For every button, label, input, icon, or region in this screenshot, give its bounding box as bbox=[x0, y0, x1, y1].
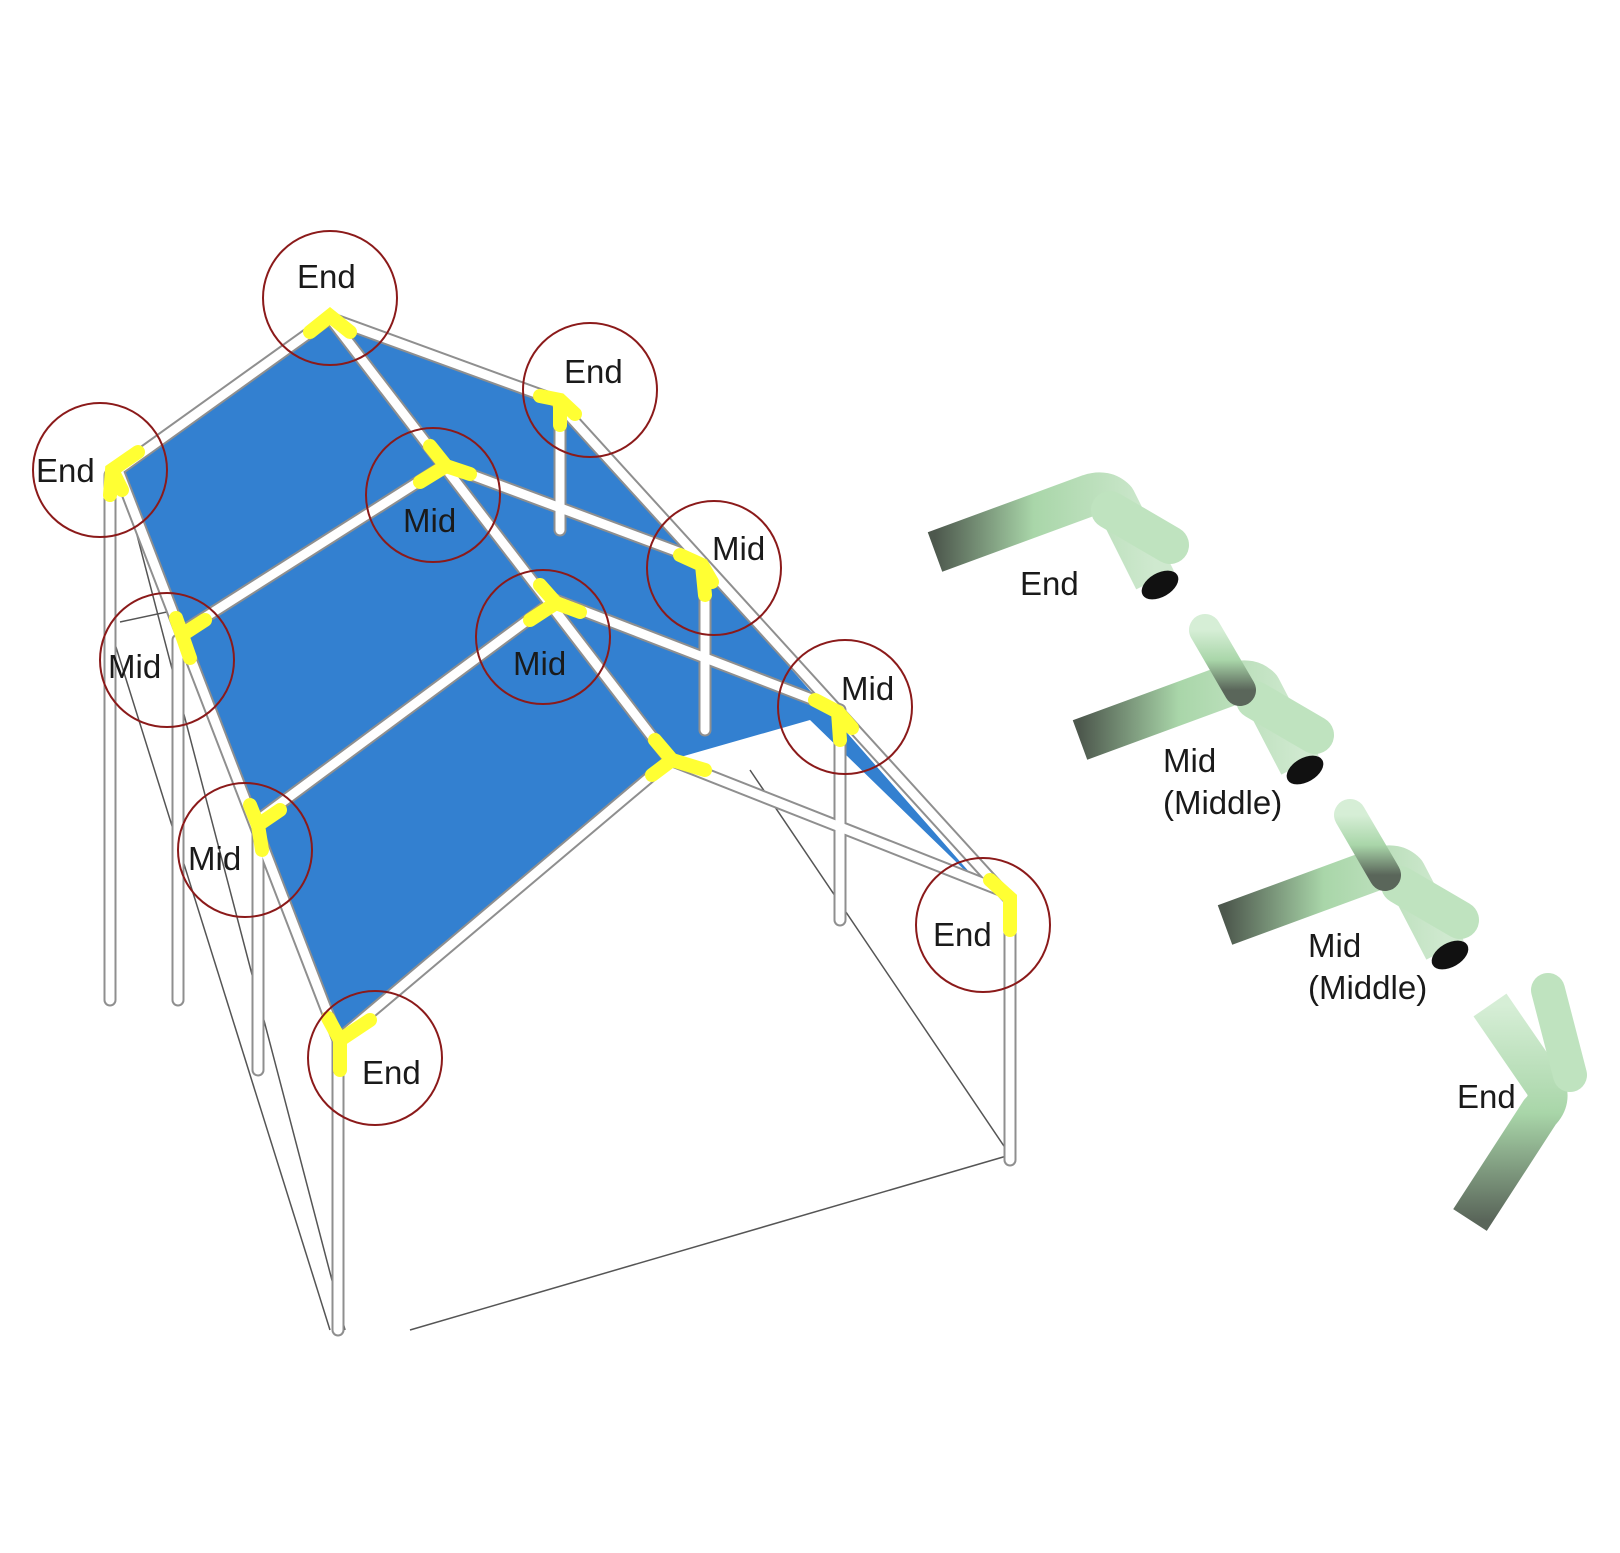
label-end-top: End bbox=[297, 258, 356, 295]
canopy-left-panel bbox=[118, 318, 670, 1040]
circle-mid-right-1 bbox=[646, 500, 782, 636]
label-mid-ridge-2: Mid bbox=[513, 645, 566, 682]
connector-end-right-bottom bbox=[983, 873, 1017, 937]
fitting-end-1-opening bbox=[1141, 570, 1179, 600]
circle-mid-right-2 bbox=[777, 639, 913, 775]
label-end-left: End bbox=[36, 452, 95, 489]
label-mid-ridge-1: Mid bbox=[403, 502, 456, 539]
fitting-mid-2-sublabel: (Middle) bbox=[1308, 969, 1427, 1006]
circle-mid-ridge-2 bbox=[475, 569, 611, 705]
fitting-mid-2: Mid (Middle) bbox=[1217, 799, 1479, 1006]
connector-end-top bbox=[303, 307, 357, 339]
fitting-end-1-branch bbox=[1091, 491, 1189, 564]
connector-ridge-end bbox=[645, 733, 712, 782]
connector-end-top-right bbox=[533, 389, 582, 432]
fitting-mid-1: Mid (Middle) bbox=[1072, 614, 1334, 821]
fitting-mid-1-label: Mid bbox=[1163, 742, 1216, 779]
connector-mid-right-2 bbox=[808, 693, 859, 747]
circle-mid-left-2 bbox=[177, 782, 313, 918]
connector-mid-right-1 bbox=[673, 548, 719, 602]
label-end-bottom: End bbox=[362, 1054, 421, 1091]
label-mid-right-1: Mid bbox=[712, 530, 765, 567]
fitting-mid-2-opening bbox=[1431, 940, 1469, 970]
label-circles bbox=[32, 230, 1051, 1126]
connector-end-left bbox=[103, 445, 145, 502]
circle-end-top bbox=[262, 230, 398, 366]
circle-end-bottom bbox=[307, 990, 443, 1126]
fitting-end-2-label: End bbox=[1457, 1078, 1516, 1115]
label-mid-left-2: Mid bbox=[188, 840, 241, 877]
fitting-end-1-label: End bbox=[1020, 565, 1079, 602]
fitting-mid-2-stem bbox=[1334, 799, 1401, 891]
circle-end-right-bottom bbox=[915, 857, 1051, 993]
frame-connectors bbox=[103, 307, 1017, 1077]
circle-end-top-right bbox=[522, 322, 658, 458]
connector-end-bottom bbox=[321, 1011, 377, 1077]
frame-labels: End End End Mid Mid Mid Mid Mid Mid End … bbox=[36, 258, 992, 1091]
fitting-mid-1-sublabel: (Middle) bbox=[1163, 784, 1282, 821]
circle-mid-ridge-1 bbox=[365, 427, 501, 563]
fitting-end-2-pipe bbox=[1453, 993, 1568, 1231]
circle-end-left bbox=[32, 402, 168, 538]
circle-mid-left-1 bbox=[99, 592, 235, 728]
label-mid-left-1: Mid bbox=[108, 648, 161, 685]
connector-mid-ridge-2 bbox=[523, 578, 587, 627]
fitting-mid-1-branch bbox=[1236, 681, 1334, 754]
fitting-end-1: End bbox=[927, 472, 1189, 602]
fitting-end-2: End bbox=[1453, 973, 1587, 1231]
connector-mid-left-1 bbox=[169, 611, 212, 665]
fitting-mid-1-opening bbox=[1286, 755, 1324, 785]
label-end-top-right: End bbox=[564, 353, 623, 390]
fitting-mid-2-label: Mid bbox=[1308, 927, 1361, 964]
fitting-end-2-branch bbox=[1531, 973, 1587, 1092]
fitting-mid-1-stem bbox=[1189, 614, 1256, 706]
label-end-right-bottom: End bbox=[933, 916, 992, 953]
connector-mid-ridge-1 bbox=[413, 439, 477, 489]
label-mid-right-2: Mid bbox=[841, 670, 894, 707]
fitting-mid-2-branch bbox=[1381, 866, 1479, 939]
connector-mid-left-2 bbox=[243, 798, 287, 857]
